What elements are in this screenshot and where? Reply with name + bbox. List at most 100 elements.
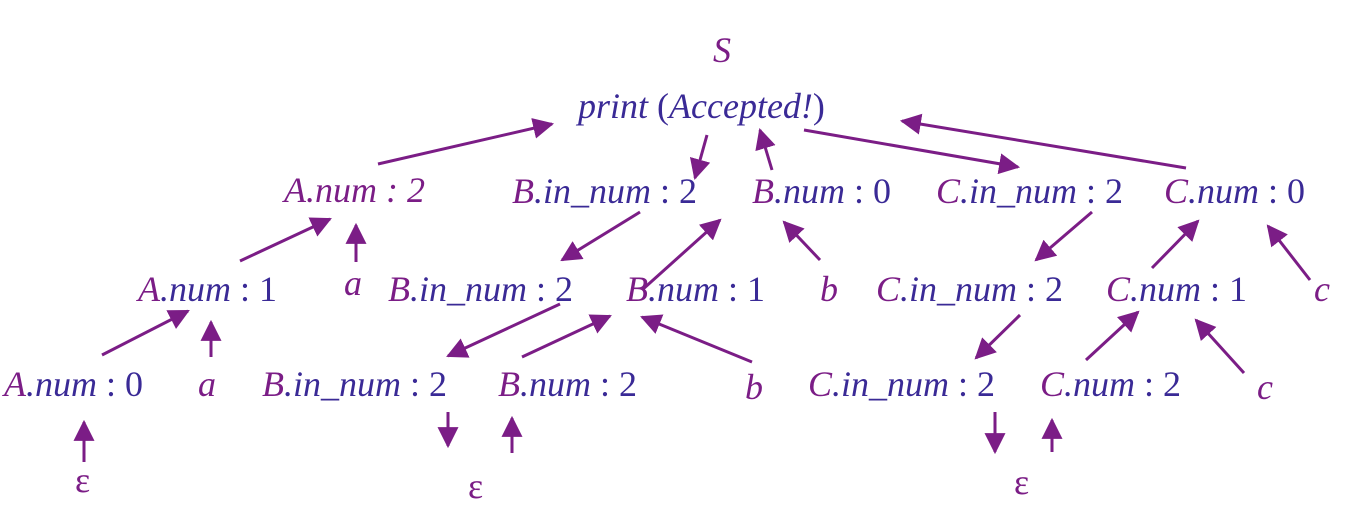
node-Cnum1-part: C [1106,269,1131,309]
node-c2-part: c [1257,367,1273,407]
node-Bin2-part: : 2 [527,269,573,309]
node-epsC-part: ε [1014,462,1029,502]
arrows-group [73,113,1312,462]
node-Cnum0-part: : 0 [1259,171,1305,211]
arrow-b2-to-Bnum1 [640,314,753,364]
node-Cnum1-part: : 1 [1201,269,1247,309]
arrow-print-to-Cin1 [803,128,1021,175]
node-Bin3-part: .in_num [284,364,401,404]
node-Cin1-part: .in_num [960,171,1077,211]
node-Bnum2-part: .num [520,364,591,404]
node-Bnum0: B.num : 0 [752,171,891,211]
node-Cin2-part: : 2 [1017,269,1063,309]
node-Cnum2-part: : 2 [1135,364,1181,404]
node-Bnum0-part: .num [774,171,845,211]
arrow-b1-to-Bnum0 [782,220,822,262]
node-Cnum2-part: C [1040,364,1065,404]
node-Bnum2-part: : 2 [591,364,637,404]
node-c1-part: c [1314,269,1330,309]
node-print-part: print [575,86,649,126]
node-print-part: Accepted! [667,86,813,126]
arrow-Bin2-to-Bin3 [446,302,561,358]
arrow-c2-to-Cnum1 [1194,318,1246,375]
node-Bnum2-part: B [498,364,520,404]
node-A0-part: : 0 [97,364,143,404]
arrow-A2-to-print [377,118,555,166]
node-Bin3-part: : 2 [401,364,447,404]
node-c2: c [1257,367,1273,407]
node-Bnum0-part: : 0 [845,171,891,211]
node-Cin2-part: .in_num [900,269,1017,309]
node-Cin2: C.in_num : 2 [876,269,1063,309]
node-A1-part: A [136,269,161,309]
node-Cin1-part: : 2 [1077,171,1123,211]
arrow-Bin1-to-Bin2 [560,210,641,262]
node-epsA-part: ε [75,460,90,500]
node-A0: A.num : 0 [2,364,143,404]
node-Cin2-part: C [876,269,901,309]
node-Bnum2: B.num : 2 [498,364,637,404]
node-epsC: ε [1014,462,1029,502]
node-b2: b [745,367,763,407]
node-Cin3: C.in_num : 2 [808,364,995,404]
arrow-print-to-Bin1 [689,134,711,181]
arrow-A0-to-A1 [101,309,190,357]
node-print: print (Accepted!) [575,86,825,126]
node-Bnum1: B.num : 1 [626,269,765,309]
node-a1-part: a [344,263,362,303]
node-root: S [713,30,731,70]
node-b2-part: b [745,367,763,407]
node-A0-part: A [2,364,27,404]
node-Bin3-part: B [262,364,284,404]
node-A2: A.num : 2 [282,170,425,210]
node-Bin1-part: B [512,171,534,211]
node-Bin1-part: : 2 [651,171,697,211]
node-Cin1-part: C [936,171,961,211]
node-Cnum1-part: .num [1130,269,1201,309]
node-c1: c [1314,269,1330,309]
node-Bin2-part: .in_num [410,269,527,309]
node-Bnum1-part: : 1 [719,269,765,309]
arrow-Cnum0-to-print [899,113,1187,170]
node-Cin1: C.in_num : 2 [936,171,1123,211]
arrow-Cin2-to-Cin3 [974,313,1022,360]
node-epsA: ε [75,460,90,500]
arrow-c1-to-Cnum0 [1266,224,1312,281]
node-Cin3-part: .in_num [832,364,949,404]
node-Bin1: B.in_num : 2 [512,171,697,211]
node-A0-part: .num [26,364,97,404]
node-b1: b [820,269,838,309]
node-epsB: ε [468,466,483,506]
node-a2: a [198,364,216,404]
node-A2-part: .num : 2 [306,170,425,210]
node-print-part: ( [648,86,669,126]
node-Cnum1: C.num : 1 [1106,269,1247,309]
arrow-Bnum1-to-Bnum0 [640,218,722,292]
arrow-Bnum0-to-print [755,127,776,171]
node-root-part: S [713,30,731,70]
node-Bin1-part: .in_num [534,171,651,211]
node-a1: a [344,263,362,303]
node-Bin2: B.in_num : 2 [388,269,573,309]
node-Cnum0-part: .num [1188,171,1259,211]
arrow-A1-to-A2 [239,217,332,263]
node-Cnum2-part: .num [1064,364,1135,404]
arrow-Bnum2-to-Bnum1 [521,314,612,359]
node-print-part: ) [813,86,825,126]
node-Bnum0-part: B [752,171,774,211]
node-A1-part: : 1 [231,269,277,309]
node-Cin3-part: C [808,364,833,404]
node-Bin3: B.in_num : 2 [262,364,447,404]
node-Cin3-part: : 2 [949,364,995,404]
node-b1-part: b [820,269,838,309]
node-Bin2-part: B [388,269,410,309]
node-Cnum2: C.num : 2 [1040,364,1181,404]
node-Cnum0-part: C [1164,171,1189,211]
node-Bnum1-part: .num [648,269,719,309]
node-a2-part: a [198,364,216,404]
node-A1: A.num : 1 [136,269,277,309]
node-A2-part: A [282,170,307,210]
